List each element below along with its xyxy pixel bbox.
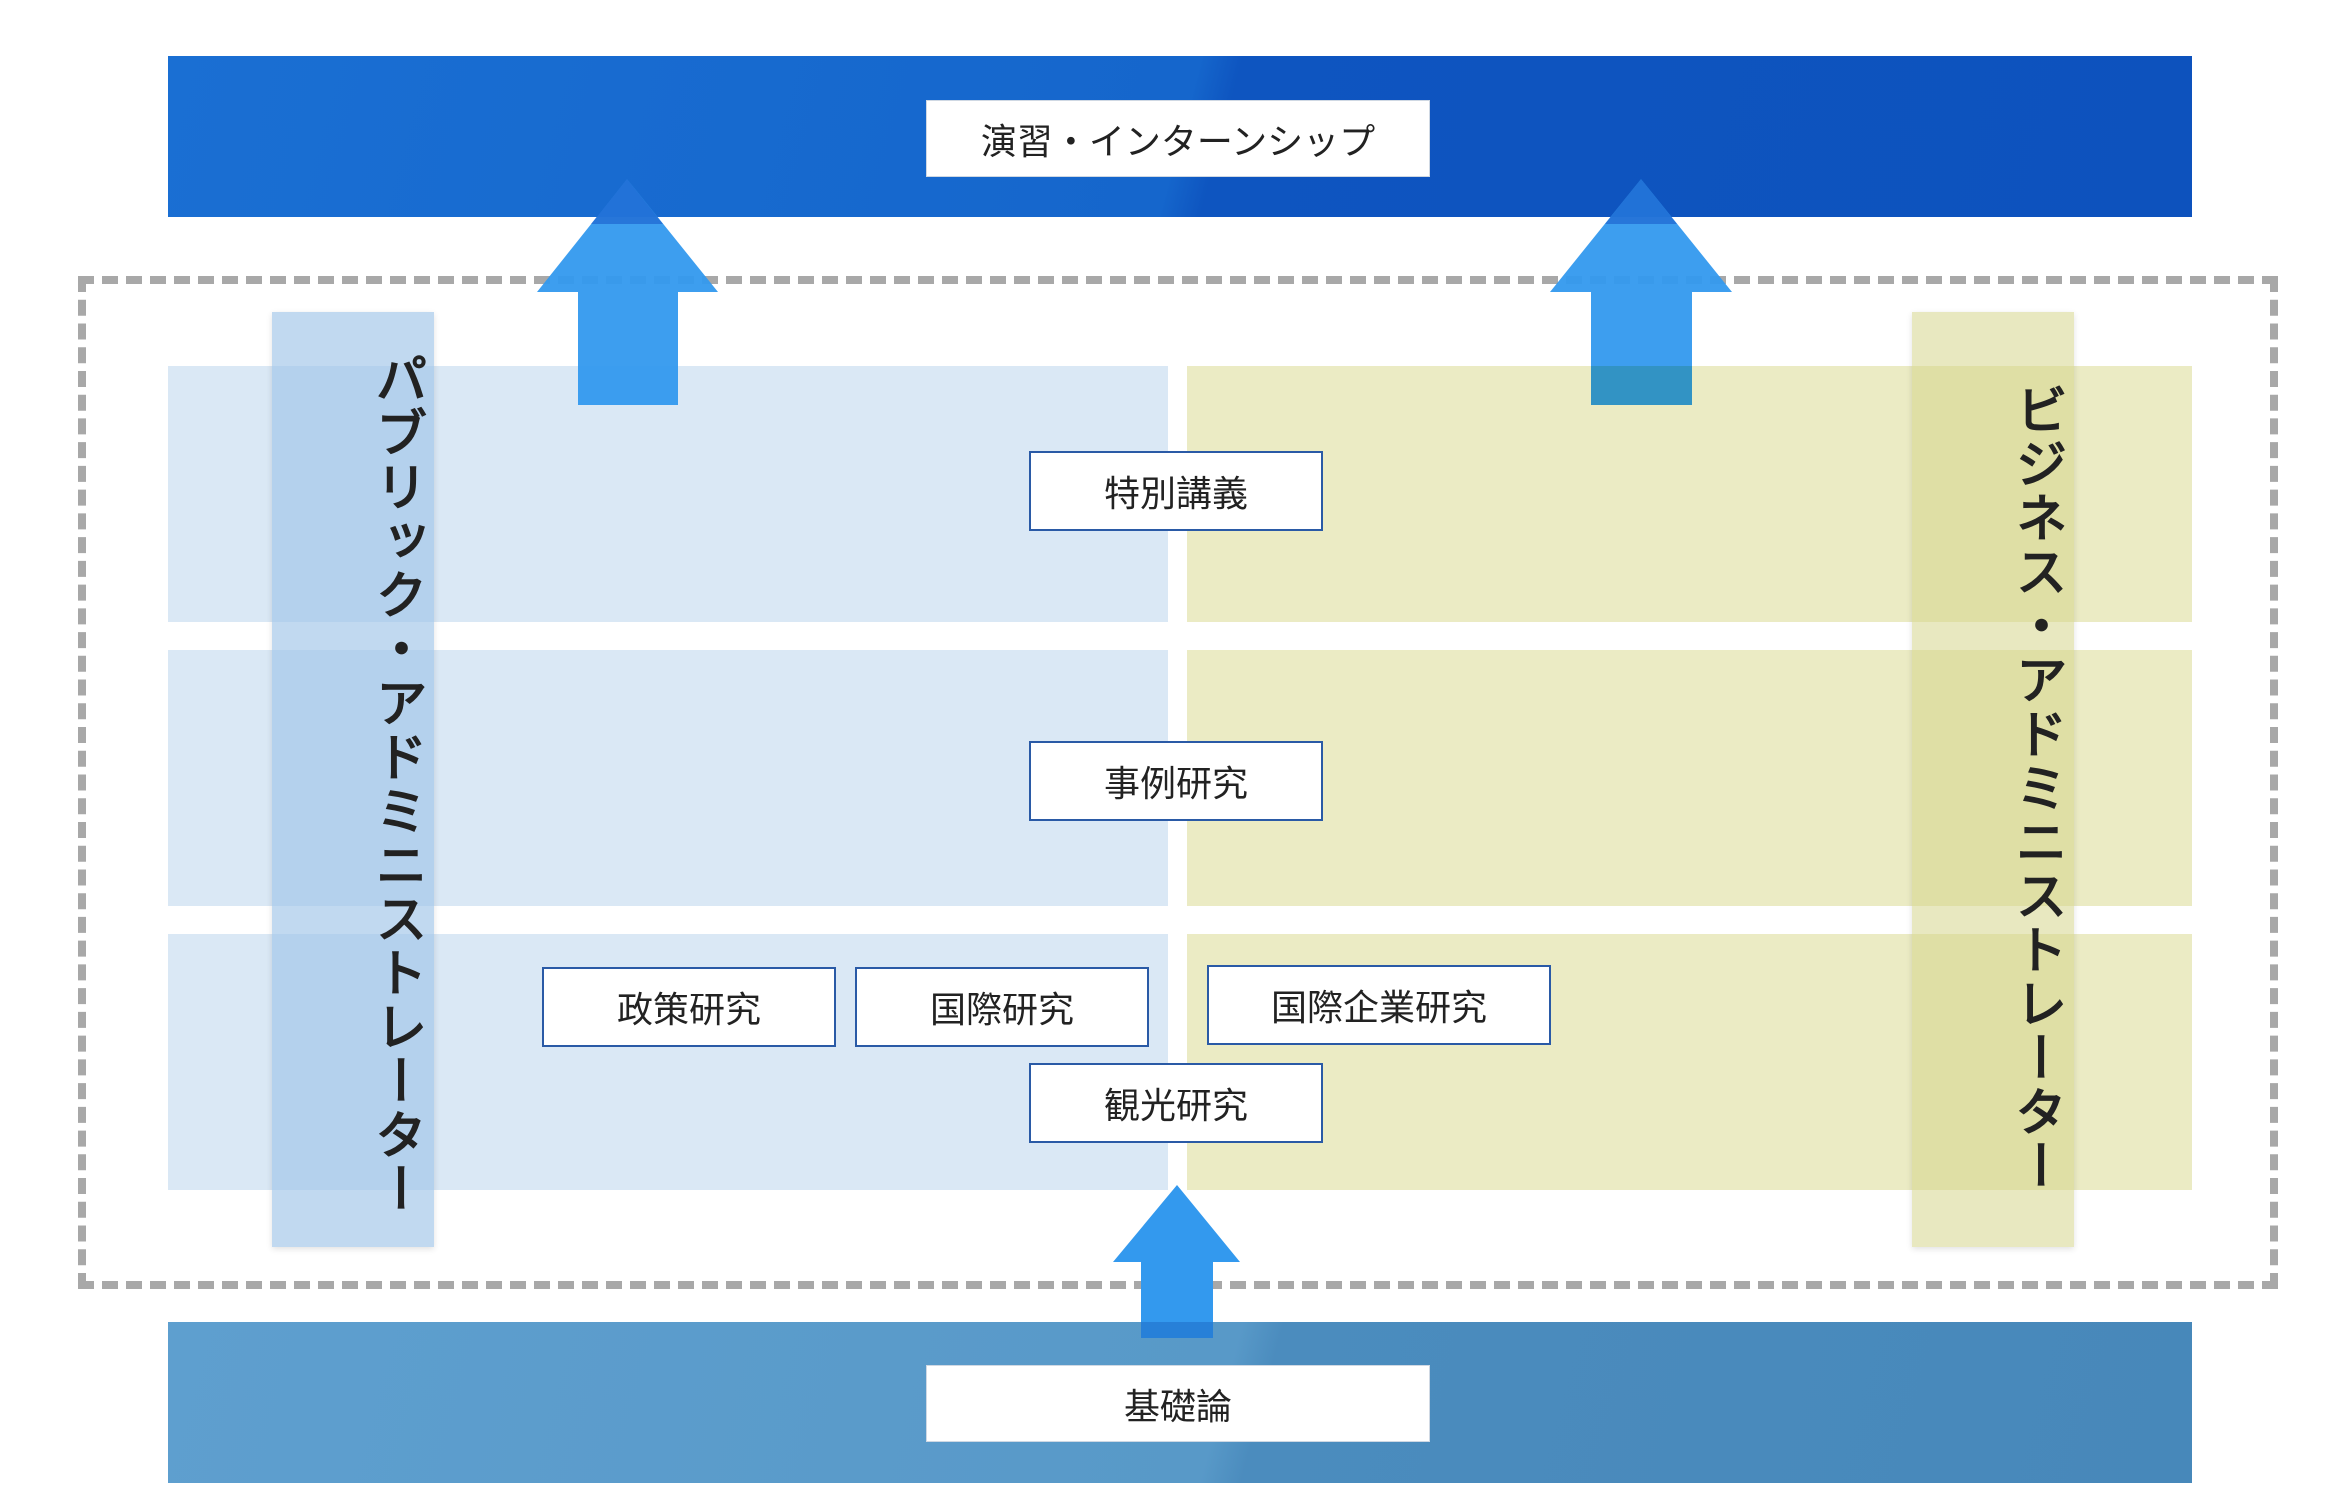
foundation-label: 基礎論 <box>926 1365 1430 1442</box>
international-research-box: 国際研究 <box>855 967 1149 1047</box>
public-administrator-label: パブリック・アドミニストレーター <box>366 352 426 1216</box>
internship-label: 演習・インターンシップ <box>926 100 1430 177</box>
business-administrator-column: ビジネス・アドミニストレーター <box>1912 312 2074 1247</box>
international-business-research-box: 国際企業研究 <box>1207 965 1551 1045</box>
tourism-research-box: 観光研究 <box>1029 1063 1323 1143</box>
special-lecture-box: 特別講義 <box>1029 451 1323 531</box>
case-study-box: 事例研究 <box>1029 741 1323 821</box>
business-administrator-label: ビジネス・アドミニストレーター <box>2006 383 2066 1193</box>
public-administrator-column: パブリック・アドミニストレーター <box>272 312 434 1247</box>
policy-research-box: 政策研究 <box>542 967 836 1047</box>
